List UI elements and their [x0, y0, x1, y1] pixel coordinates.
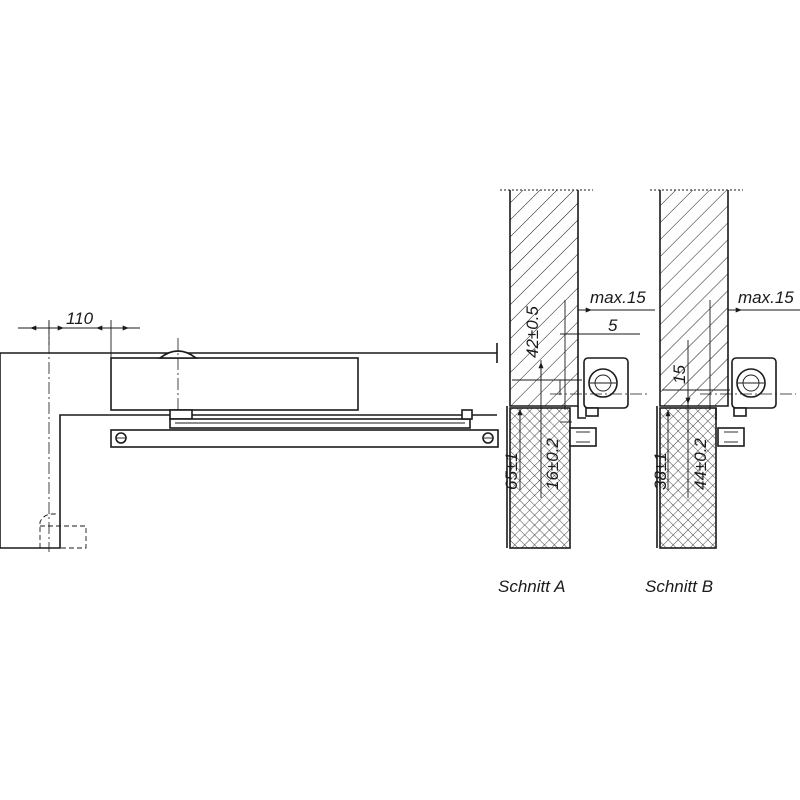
section-b-38-label: 38±1	[651, 452, 670, 490]
section-a-wall	[510, 190, 578, 406]
dim-110-label: 110	[66, 309, 94, 328]
hinge-stub	[39, 513, 87, 549]
section-b-arm-block	[717, 427, 745, 447]
section-b-44-label: 44±0.2	[691, 438, 710, 490]
section-a-42-label: 42±0.5	[523, 306, 542, 358]
section-b-max-label: max.15	[738, 288, 794, 307]
slide-rail	[169, 418, 471, 429]
section-a-16-label: 16±0.2	[543, 438, 562, 490]
section-b: max.15 15 38±1 44±0.2 Schnitt B	[645, 189, 800, 596]
section-a-max-label: max.15	[590, 288, 646, 307]
section-a-65-label: 65±1	[502, 452, 521, 490]
door-frame-outline	[0, 343, 498, 549]
mounting-plate	[110, 429, 499, 448]
section-a-five-label: 5	[608, 316, 618, 335]
mounting-block	[169, 409, 193, 420]
section-b-caption: Schnitt B	[645, 577, 713, 596]
section-b-wall	[660, 190, 728, 406]
section-a-arm-block	[569, 427, 597, 447]
section-b-15-label: 15	[670, 365, 689, 384]
closer-body	[110, 357, 359, 411]
plan-view: 110	[0, 309, 499, 552]
section-a: max.15 5 42±0.5 65±1 16±0.2 Schnitt A	[498, 189, 655, 596]
rail-end-stop	[461, 409, 473, 420]
section-a-caption: Schnitt A	[498, 577, 565, 596]
